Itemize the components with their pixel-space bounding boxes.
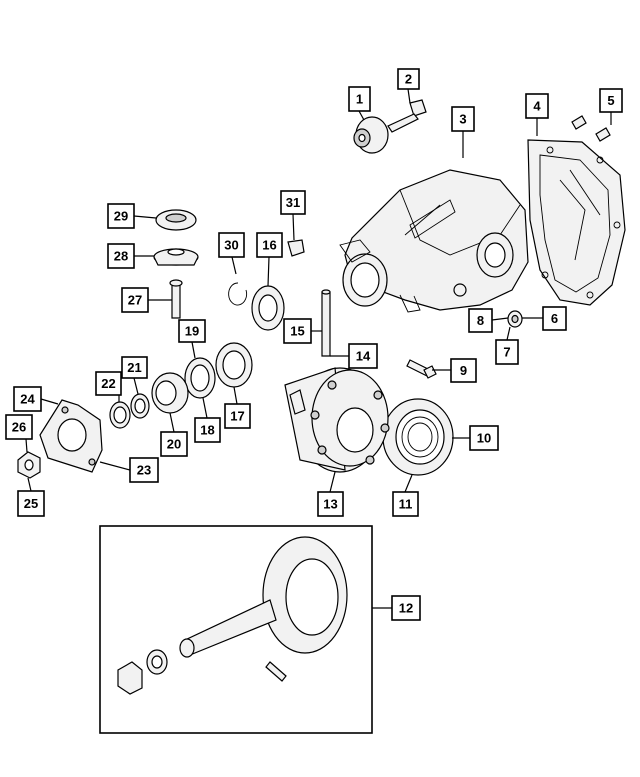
cross-shaft-part-15 <box>321 289 331 357</box>
bolt-part-2 <box>387 99 427 133</box>
bushing-part-1 <box>353 116 389 154</box>
label-22: 22 <box>95 371 122 396</box>
bearing-cup-part-18 <box>184 357 216 399</box>
svg-text:3: 3 <box>459 112 466 127</box>
svg-text:19: 19 <box>185 324 199 339</box>
label-27: 27 <box>121 287 149 313</box>
spacer-part-21 <box>130 393 150 419</box>
svg-text:21: 21 <box>127 360 141 375</box>
svg-text:1: 1 <box>356 92 363 107</box>
label-25: 25 <box>17 490 45 517</box>
svg-text:22: 22 <box>101 376 115 391</box>
label-30: 30 <box>218 232 245 258</box>
label-10: 10 <box>469 425 499 451</box>
gear-part-28 <box>153 248 199 266</box>
svg-text:11: 11 <box>399 497 413 512</box>
bearing-part-17 <box>215 342 253 388</box>
svg-text:15: 15 <box>290 324 304 339</box>
label-12: 12 <box>391 595 421 621</box>
label-13: 13 <box>317 491 344 517</box>
svg-text:2: 2 <box>405 72 412 87</box>
svg-text:14: 14 <box>356 349 371 364</box>
svg-text:20: 20 <box>167 437 181 452</box>
label-28: 28 <box>107 243 135 269</box>
kit-box-part-12 <box>99 525 373 734</box>
label-14: 14 <box>348 343 378 369</box>
label-23: 23 <box>129 457 159 483</box>
cover-bolt-part-5 <box>571 115 611 142</box>
svg-text:8: 8 <box>477 313 484 328</box>
svg-text:26: 26 <box>12 420 26 435</box>
label-4: 4 <box>525 93 549 119</box>
plug-part-6 <box>507 310 523 328</box>
label-26: 26 <box>5 414 33 440</box>
pin-part-27 <box>169 279 183 319</box>
nut-part-25 <box>17 451 41 479</box>
ring-gear-part-10 <box>382 398 454 476</box>
label-8: 8 <box>468 308 493 333</box>
svg-text:4: 4 <box>533 99 541 114</box>
label-9: 9 <box>450 358 477 383</box>
label-1: 1 <box>348 86 371 112</box>
label-19: 19 <box>178 319 206 343</box>
seal-part-16 <box>251 285 285 331</box>
svg-text:12: 12 <box>399 601 413 616</box>
cover-part-4 <box>527 139 626 306</box>
label-17: 17 <box>224 403 251 429</box>
svg-text:10: 10 <box>477 431 491 446</box>
svg-text:16: 16 <box>262 238 276 253</box>
svg-text:24: 24 <box>20 392 35 407</box>
svg-text:13: 13 <box>323 497 337 512</box>
svg-text:6: 6 <box>551 311 558 326</box>
bolt-part-9 <box>406 359 437 379</box>
svg-text:29: 29 <box>114 209 128 224</box>
label-16: 16 <box>256 232 283 258</box>
label-24: 24 <box>13 386 42 412</box>
clip-part-31 <box>287 239 305 257</box>
carrier-housing-part-3 <box>339 169 529 313</box>
label-20: 20 <box>160 431 188 457</box>
svg-text:9: 9 <box>460 363 467 378</box>
label-11: 11 <box>392 491 419 517</box>
label-5: 5 <box>599 88 623 113</box>
label-31: 31 <box>280 190 306 215</box>
label-29: 29 <box>107 203 135 229</box>
seal-part-22 <box>109 401 131 429</box>
label-3: 3 <box>451 106 475 132</box>
leader-lines <box>25 88 612 609</box>
svg-text:17: 17 <box>230 409 244 424</box>
snap-ring-part-30 <box>228 282 248 306</box>
svg-text:28: 28 <box>114 249 128 264</box>
svg-text:30: 30 <box>224 238 238 253</box>
label-15: 15 <box>283 318 312 344</box>
svg-text:7: 7 <box>503 345 510 360</box>
svg-text:25: 25 <box>24 496 38 511</box>
label-21: 21 <box>121 356 148 379</box>
label-7: 7 <box>495 339 519 365</box>
svg-text:5: 5 <box>607 93 614 108</box>
svg-text:27: 27 <box>128 293 142 308</box>
differential-case-part-13 <box>284 367 390 473</box>
flange-part-24 <box>39 399 103 473</box>
gear-part-29 <box>155 209 197 231</box>
label-6: 6 <box>542 306 567 331</box>
label-18: 18 <box>194 417 221 443</box>
label-2: 2 <box>397 68 420 90</box>
svg-text:23: 23 <box>137 463 151 478</box>
svg-text:31: 31 <box>286 195 300 210</box>
bearing-part-20 <box>151 372 189 414</box>
svg-text:18: 18 <box>200 423 214 438</box>
